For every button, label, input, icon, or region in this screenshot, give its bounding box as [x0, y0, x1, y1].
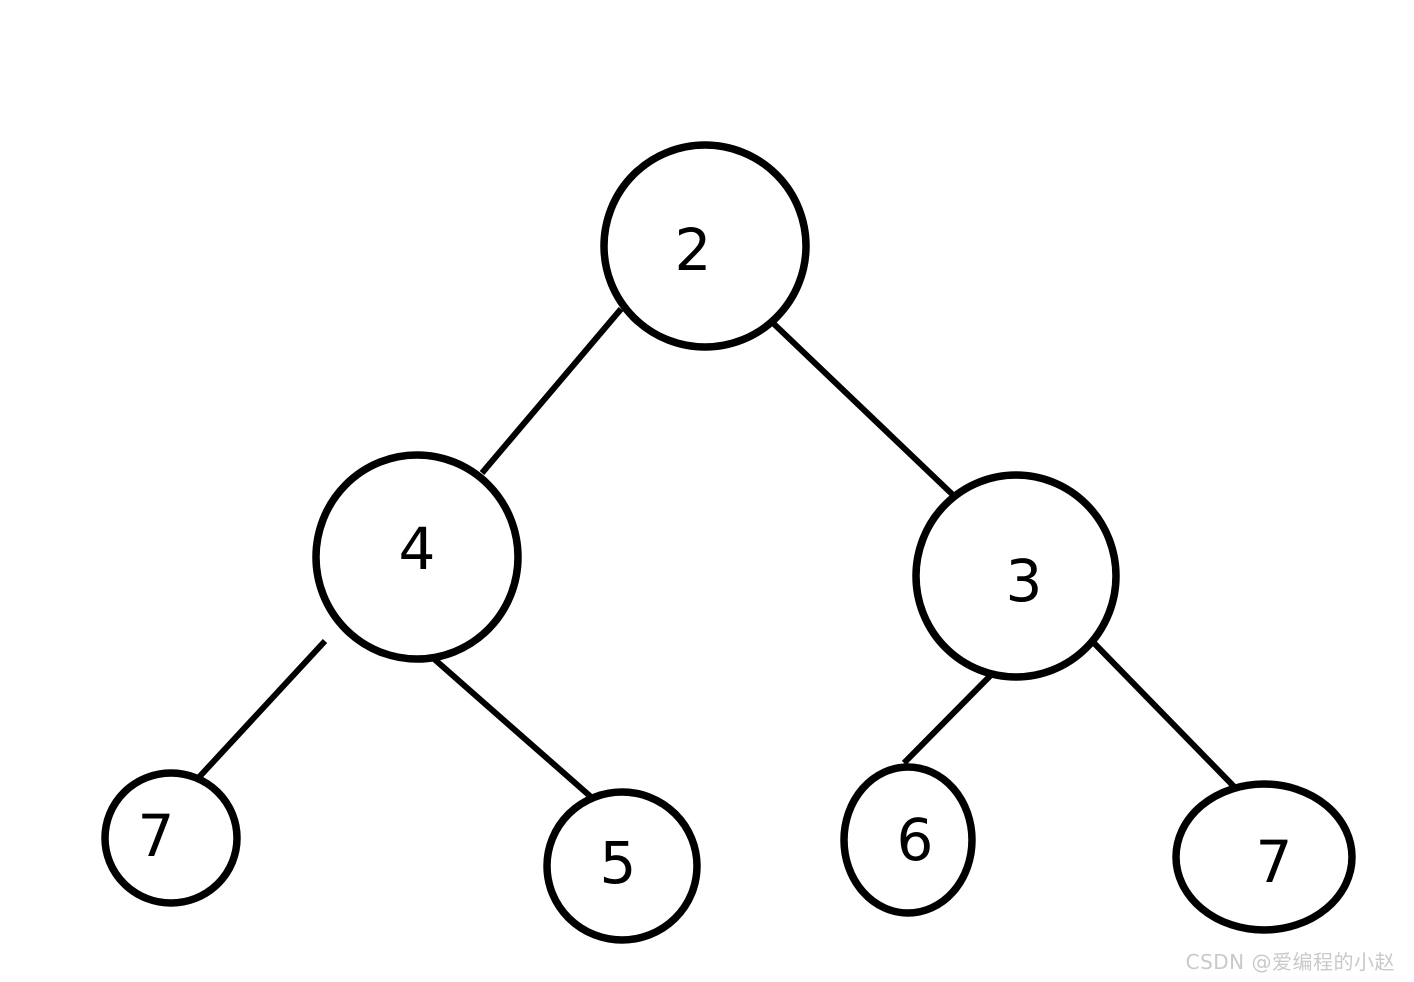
tree-edge-right-to-right-right	[1089, 638, 1254, 807]
tree-node-right: 3	[912, 471, 1120, 681]
tree-node-label-left: 4	[399, 515, 436, 583]
tree-node-left: 4	[312, 451, 522, 663]
tree-edge-root-to-left	[479, 307, 624, 475]
tree-node-right-left: 6	[840, 763, 976, 917]
tree-node-label-left-right: 5	[600, 829, 637, 897]
tree-edge-left-to-left-left	[174, 638, 328, 804]
csdn-watermark: CSDN @爱编程的小赵	[1185, 950, 1395, 974]
tree-node-left-left: 7	[101, 769, 241, 907]
tree-node-label-root: 2	[675, 216, 712, 284]
tree-edge-root-to-right	[771, 321, 956, 498]
tree-node-circle-root	[600, 141, 810, 351]
tree-node-right-right: 7	[1172, 780, 1356, 934]
tree-node-label-right-left: 6	[897, 806, 934, 874]
tree-node-circle-right-left	[840, 763, 976, 917]
tree-node-label-left-left: 7	[138, 802, 175, 870]
tree-edge-right-to-right-left	[901, 673, 993, 766]
tree-node-circle-right-right	[1172, 780, 1356, 934]
tree-node-circle-right	[912, 471, 1120, 681]
tree-node-circle-left	[312, 451, 522, 663]
tree-node-label-right: 3	[1006, 547, 1043, 615]
tree-edge-left-to-left-right	[431, 655, 609, 814]
tree-node-circle-left-right	[543, 788, 701, 944]
tree-node-label-right-right: 7	[1256, 828, 1293, 896]
tree-node-left-right: 5	[543, 788, 701, 944]
tree-node-circle-left-left	[101, 769, 241, 907]
tree-node-root: 2	[600, 141, 810, 351]
